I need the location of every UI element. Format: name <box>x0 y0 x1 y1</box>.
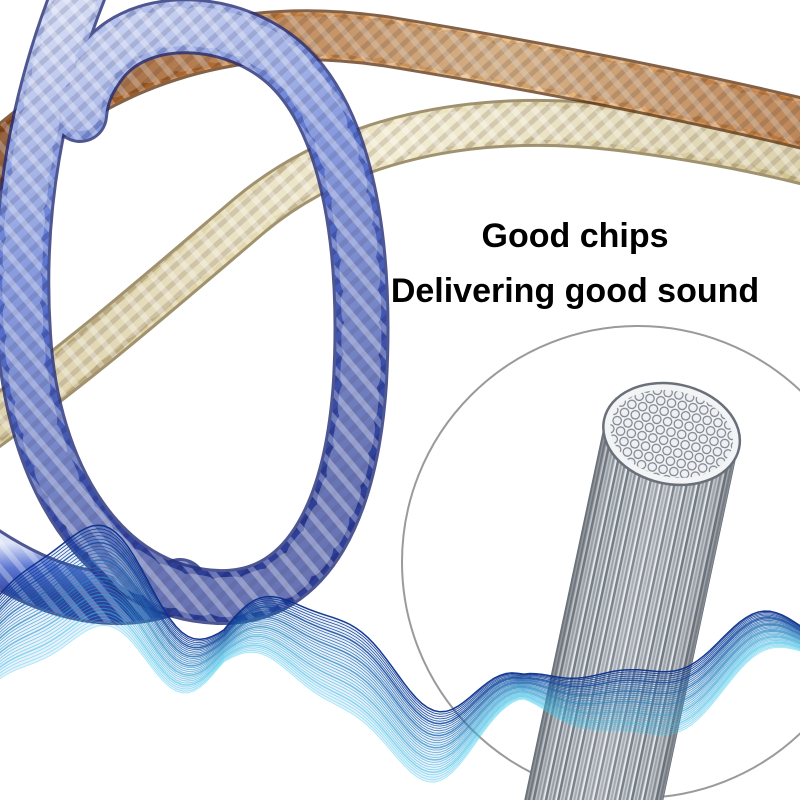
headline-line2: Delivering good sound <box>391 272 759 310</box>
wire-bundle <box>515 381 742 800</box>
wire-cross-section-strand-dots <box>610 389 733 478</box>
headline-line1: Good chips <box>482 217 669 255</box>
wire-bundle-shading <box>515 421 738 800</box>
sound-wave-illustration <box>0 524 800 783</box>
gold-braided-cable <box>0 98 800 449</box>
